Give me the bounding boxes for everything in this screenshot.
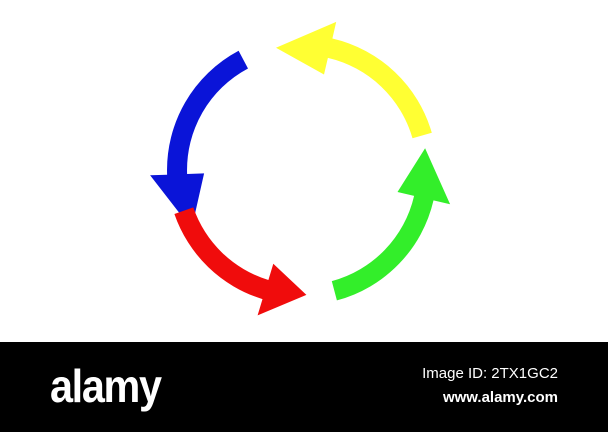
site-url: www.alamy.com [442,389,558,406]
image-id-label: Image ID: 2TX1GC2 [422,365,558,382]
yellow-arrow [276,21,432,139]
red-arrow [174,207,307,316]
watermark-bar: alamy Image ID: 2TX1GC2 www.alamy.com [0,342,608,432]
alamy-logo: alamy [50,360,162,412]
green-arrow [331,148,451,301]
blue-arrow [150,50,248,229]
cycle-diagram [150,21,451,316]
